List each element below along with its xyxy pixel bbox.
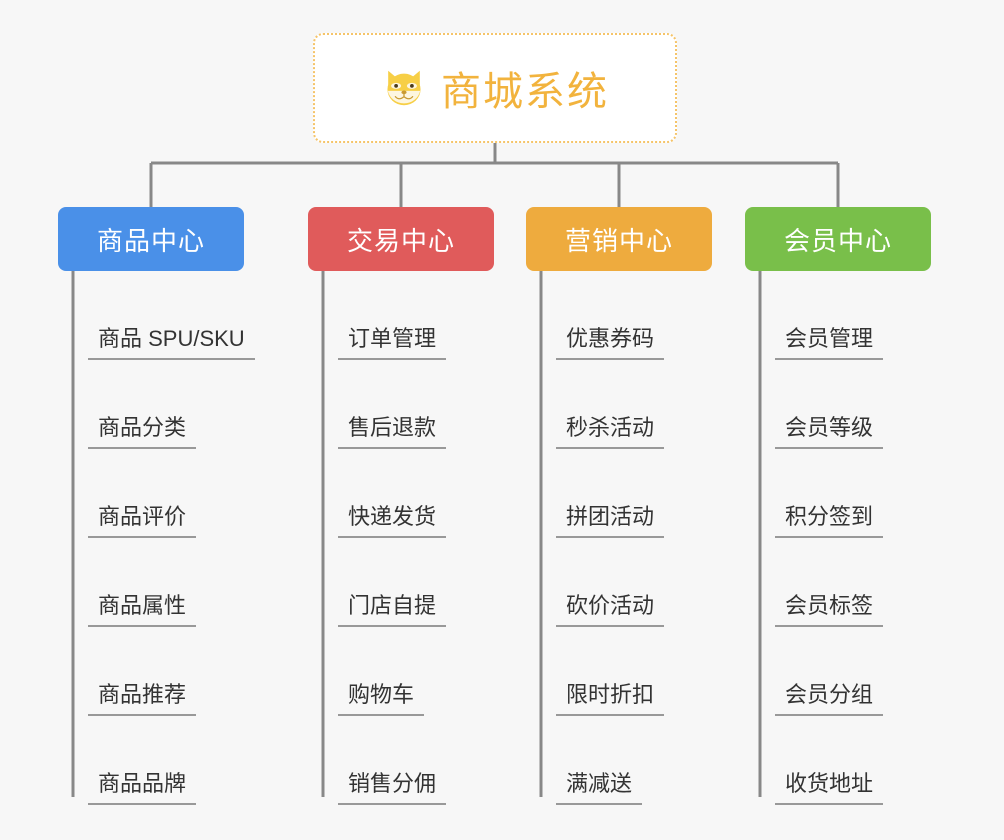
leaf-item[interactable]: 商品分类: [58, 360, 244, 449]
leaf-item[interactable]: 优惠券码: [526, 271, 712, 360]
shiba-dog-face-icon: [381, 65, 427, 111]
leaf-item-label: 收货地址: [775, 771, 884, 805]
leaf-item[interactable]: 拼团活动: [526, 449, 712, 538]
leaf-item[interactable]: 会员分组: [745, 627, 931, 716]
category-header-label: 营销中心: [564, 225, 673, 256]
leaf-list: 商品 SPU/SKU 商品分类商品评价商品属性商品推荐商品品牌: [58, 271, 255, 805]
leaf-item[interactable]: 商品 SPU/SKU: [58, 271, 255, 360]
leaf-item-label: 会员标签: [775, 593, 884, 627]
leaf-item-label: 商品品牌: [88, 771, 197, 805]
leaf-list: 优惠券码秒杀活动拼团活动砍价活动限时折扣满减送: [526, 271, 712, 805]
root-title: 商城系统: [441, 70, 609, 114]
category-column-marketing-center: 营销中心优惠券码秒杀活动拼团活动砍价活动限时折扣满减送: [526, 207, 712, 805]
category-header-trade-center[interactable]: 交易中心: [308, 207, 494, 271]
leaf-item-label: 会员分组: [775, 682, 884, 716]
category-column-product-center: 商品中心商品 SPU/SKU 商品分类商品评价商品属性商品推荐商品品牌: [58, 207, 255, 805]
leaf-item[interactable]: 商品属性: [58, 538, 244, 627]
leaf-item[interactable]: 积分签到: [745, 449, 931, 538]
category-header-product-center[interactable]: 商品中心: [58, 207, 244, 271]
leaf-item-label: 商品属性: [88, 593, 197, 627]
leaf-item-label: 优惠券码: [556, 326, 665, 360]
category-header-member-center[interactable]: 会员中心: [745, 207, 931, 271]
leaf-item-label: 满减送: [556, 771, 643, 805]
leaf-item[interactable]: 售后退款: [308, 360, 494, 449]
category-column-trade-center: 交易中心订单管理售后退款快递发货门店自提购物车销售分佣: [308, 207, 494, 805]
leaf-item-label: 商品分类: [88, 415, 197, 449]
leaf-item[interactable]: 购物车: [308, 627, 494, 716]
category-header-label: 交易中心: [346, 225, 455, 256]
leaf-item[interactable]: 商品品牌: [58, 716, 244, 805]
leaf-item-label: 售后退款: [338, 415, 447, 449]
leaf-item-label: 门店自提: [338, 593, 447, 627]
leaf-list: 会员管理会员等级积分签到会员标签会员分组收货地址: [745, 271, 931, 805]
category-column-member-center: 会员中心会员管理会员等级积分签到会员标签会员分组收货地址: [745, 207, 931, 805]
leaf-item[interactable]: 快递发货: [308, 449, 494, 538]
leaf-item[interactable]: 门店自提: [308, 538, 494, 627]
leaf-item-label: 商品推荐: [88, 682, 197, 716]
leaf-item-label: 积分签到: [775, 504, 884, 538]
leaf-list: 订单管理售后退款快递发货门店自提购物车销售分佣: [308, 271, 494, 805]
leaf-item-label: 会员管理: [775, 326, 884, 360]
leaf-item[interactable]: 会员等级: [745, 360, 931, 449]
leaf-item[interactable]: 会员管理: [745, 271, 931, 360]
leaf-item-label: 会员等级: [775, 415, 884, 449]
leaf-item-label: 订单管理: [338, 326, 447, 360]
leaf-item-label: 拼团活动: [556, 504, 665, 538]
leaf-item[interactable]: 收货地址: [745, 716, 931, 805]
leaf-item-label: 商品 SPU/SKU: [88, 326, 255, 360]
category-header-label: 商品中心: [96, 225, 205, 256]
leaf-item-label: 销售分佣: [338, 771, 447, 805]
leaf-item-label: 购物车: [338, 682, 425, 716]
leaf-item[interactable]: 满减送: [526, 716, 712, 805]
leaf-item[interactable]: 秒杀活动: [526, 360, 712, 449]
leaf-item-label: 秒杀活动: [556, 415, 665, 449]
category-header-marketing-center[interactable]: 营销中心: [526, 207, 712, 271]
leaf-item[interactable]: 会员标签: [745, 538, 931, 627]
leaf-item[interactable]: 商品评价: [58, 449, 244, 538]
leaf-item-label: 砍价活动: [556, 593, 665, 627]
leaf-item-label: 商品评价: [88, 504, 197, 538]
leaf-item[interactable]: 商品推荐: [58, 627, 244, 716]
leaf-item-label: 限时折扣: [556, 682, 665, 716]
leaf-item[interactable]: 限时折扣: [526, 627, 712, 716]
leaf-item[interactable]: 订单管理: [308, 271, 494, 360]
leaf-item-label: 快递发货: [338, 504, 447, 538]
root-node[interactable]: 商城系统: [313, 33, 677, 143]
leaf-item[interactable]: 砍价活动: [526, 538, 712, 627]
category-header-label: 会员中心: [783, 225, 892, 256]
leaf-item[interactable]: 销售分佣: [308, 716, 494, 805]
